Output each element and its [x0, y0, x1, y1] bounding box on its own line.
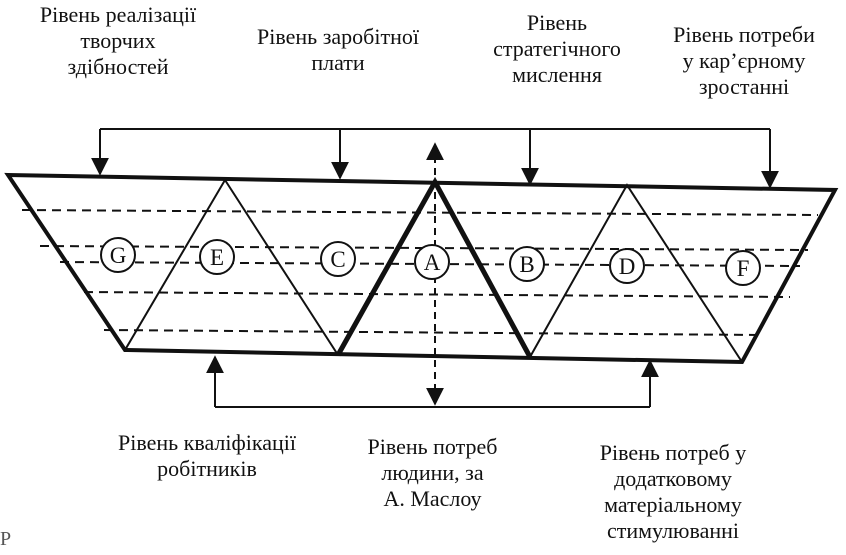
node-letter: E: [210, 245, 224, 270]
node-letter: A: [424, 250, 441, 275]
label-material-line-4: стимулюванні: [606, 518, 740, 543]
node-letter: B: [519, 252, 534, 277]
top-bracket: [91, 128, 779, 189]
label-strategic-line-3: мислення: [512, 62, 602, 87]
dashed-line-3: [59, 261, 801, 267]
label-creative-level: Рівень реалізації творчих здібностей: [18, 2, 218, 80]
label-material-line-3: матеріальному: [604, 492, 742, 517]
node-letter: C: [330, 247, 345, 272]
label-salary-line-2: плати: [311, 50, 365, 75]
label-creative-line-2: творчих: [80, 28, 156, 53]
dashed-line-2: [39, 245, 809, 251]
label-qualification-line-2: робітників: [157, 456, 257, 481]
node-circle: [609, 248, 645, 284]
label-maslow-level: Рівень потреб людини, за А. Маслоу: [350, 434, 515, 512]
label-strategic-line-2: стратегічного: [493, 36, 621, 61]
label-maslow-line-2: людини, за: [381, 460, 484, 485]
label-career-line-1: Рівень потреби: [673, 22, 815, 47]
node-A: A: [414, 244, 450, 280]
label-maslow-line-3: А. Маслоу: [383, 486, 482, 511]
node-letter: F: [737, 256, 750, 281]
label-material-level: Рівень потреб у додатковому матеріальном…: [568, 440, 778, 544]
label-career-level: Рівень потреби у кар’єрному зростанні: [654, 22, 834, 100]
label-career-line-2: у кар’єрному: [682, 48, 806, 73]
label-creative-line-1: Рівень реалізації: [39, 2, 197, 27]
node-F: F: [725, 250, 761, 286]
label-salary-line-1: Рівень заробітної: [257, 24, 419, 49]
node-letter: D: [619, 254, 636, 279]
label-salary-level: Рівень заробітної плати: [228, 24, 448, 76]
label-maslow-line-1: Рівень потреб: [367, 434, 498, 459]
label-career-line-3: зростанні: [698, 74, 790, 99]
label-strategic-level: Рівень стратегічного мислення: [482, 10, 632, 88]
node-circle: [100, 237, 136, 273]
label-qualification-level: Рівень кваліфікації робітників: [92, 430, 322, 482]
node-G: G: [100, 237, 136, 273]
node-circle: [725, 250, 761, 286]
node-D: D: [609, 248, 645, 284]
node-letter: G: [110, 243, 127, 268]
label-qualification-line-1: Рівень кваліфікації: [118, 430, 296, 455]
label-strategic-line-1: Рівень: [526, 10, 588, 35]
dashed-line-4: [83, 291, 791, 298]
dashed-line-5: [103, 329, 761, 336]
bottom-bracket: [206, 355, 659, 408]
node-circle: [199, 239, 235, 275]
node-C: C: [320, 241, 356, 277]
node-E: E: [199, 239, 235, 275]
label-creative-line-3: здібностей: [67, 54, 169, 79]
node-circle: [414, 244, 450, 280]
node-B: B: [509, 246, 545, 282]
node-circle: [320, 241, 356, 277]
node-circle: [509, 246, 545, 282]
outer-trapezoid: [4, 172, 839, 365]
label-material-line-2: додатковому: [614, 466, 732, 491]
corner-fragment-text: Р: [0, 528, 12, 550]
label-material-line-1: Рівень потреб у: [599, 440, 747, 465]
